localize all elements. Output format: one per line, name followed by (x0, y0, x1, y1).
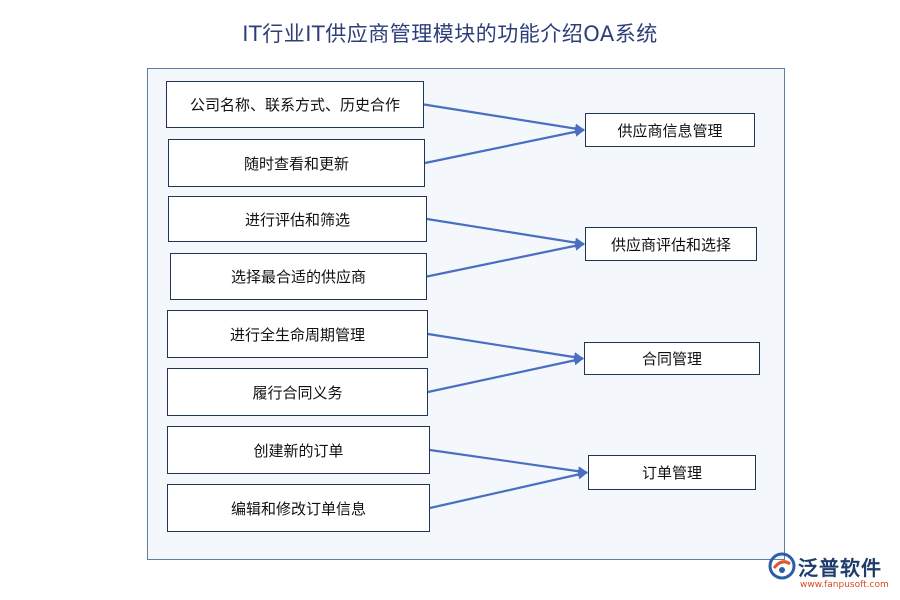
fanpu-logo-icon (768, 552, 796, 580)
target-box-order: 订单管理 (588, 455, 756, 490)
source-box-edit-order: 编辑和修改订单信息 (167, 484, 430, 532)
arrow-0-0 (423, 103, 585, 134)
arrow-0-1 (424, 126, 585, 165)
logo-url: www.fanpusoft.com (800, 580, 889, 590)
arrow-2-1 (427, 355, 584, 394)
arrow-1-0 (426, 217, 585, 248)
source-box-fulfill-contract: 履行合同义务 (167, 368, 428, 416)
target-box-evaluation: 供应商评估和选择 (585, 227, 757, 261)
source-box-lifecycle: 进行全生命周期管理 (167, 310, 428, 358)
arrow-2-0 (427, 332, 584, 363)
arrow-1-1 (426, 240, 585, 278)
source-box-view-update: 随时查看和更新 (168, 139, 425, 187)
source-box-company-info: 公司名称、联系方式、历史合作 (166, 81, 424, 128)
source-box-create-order: 创建新的订单 (167, 426, 430, 474)
source-box-select-best: 选择最合适的供应商 (170, 253, 427, 300)
diagram-title: IT行业IT供应商管理模块的功能介绍OA系统 (242, 22, 658, 46)
logo-name: 泛普软件 (798, 556, 882, 580)
source-box-evaluate-filter: 进行评估和筛选 (168, 196, 427, 242)
arrow-3-1 (429, 469, 588, 510)
target-box-supplier-info: 供应商信息管理 (585, 113, 755, 147)
fanpu-logo: 泛普软件 www.fanpusoft.com (768, 550, 900, 600)
arrow-3-0 (429, 448, 588, 477)
target-box-contract: 合同管理 (584, 342, 760, 375)
